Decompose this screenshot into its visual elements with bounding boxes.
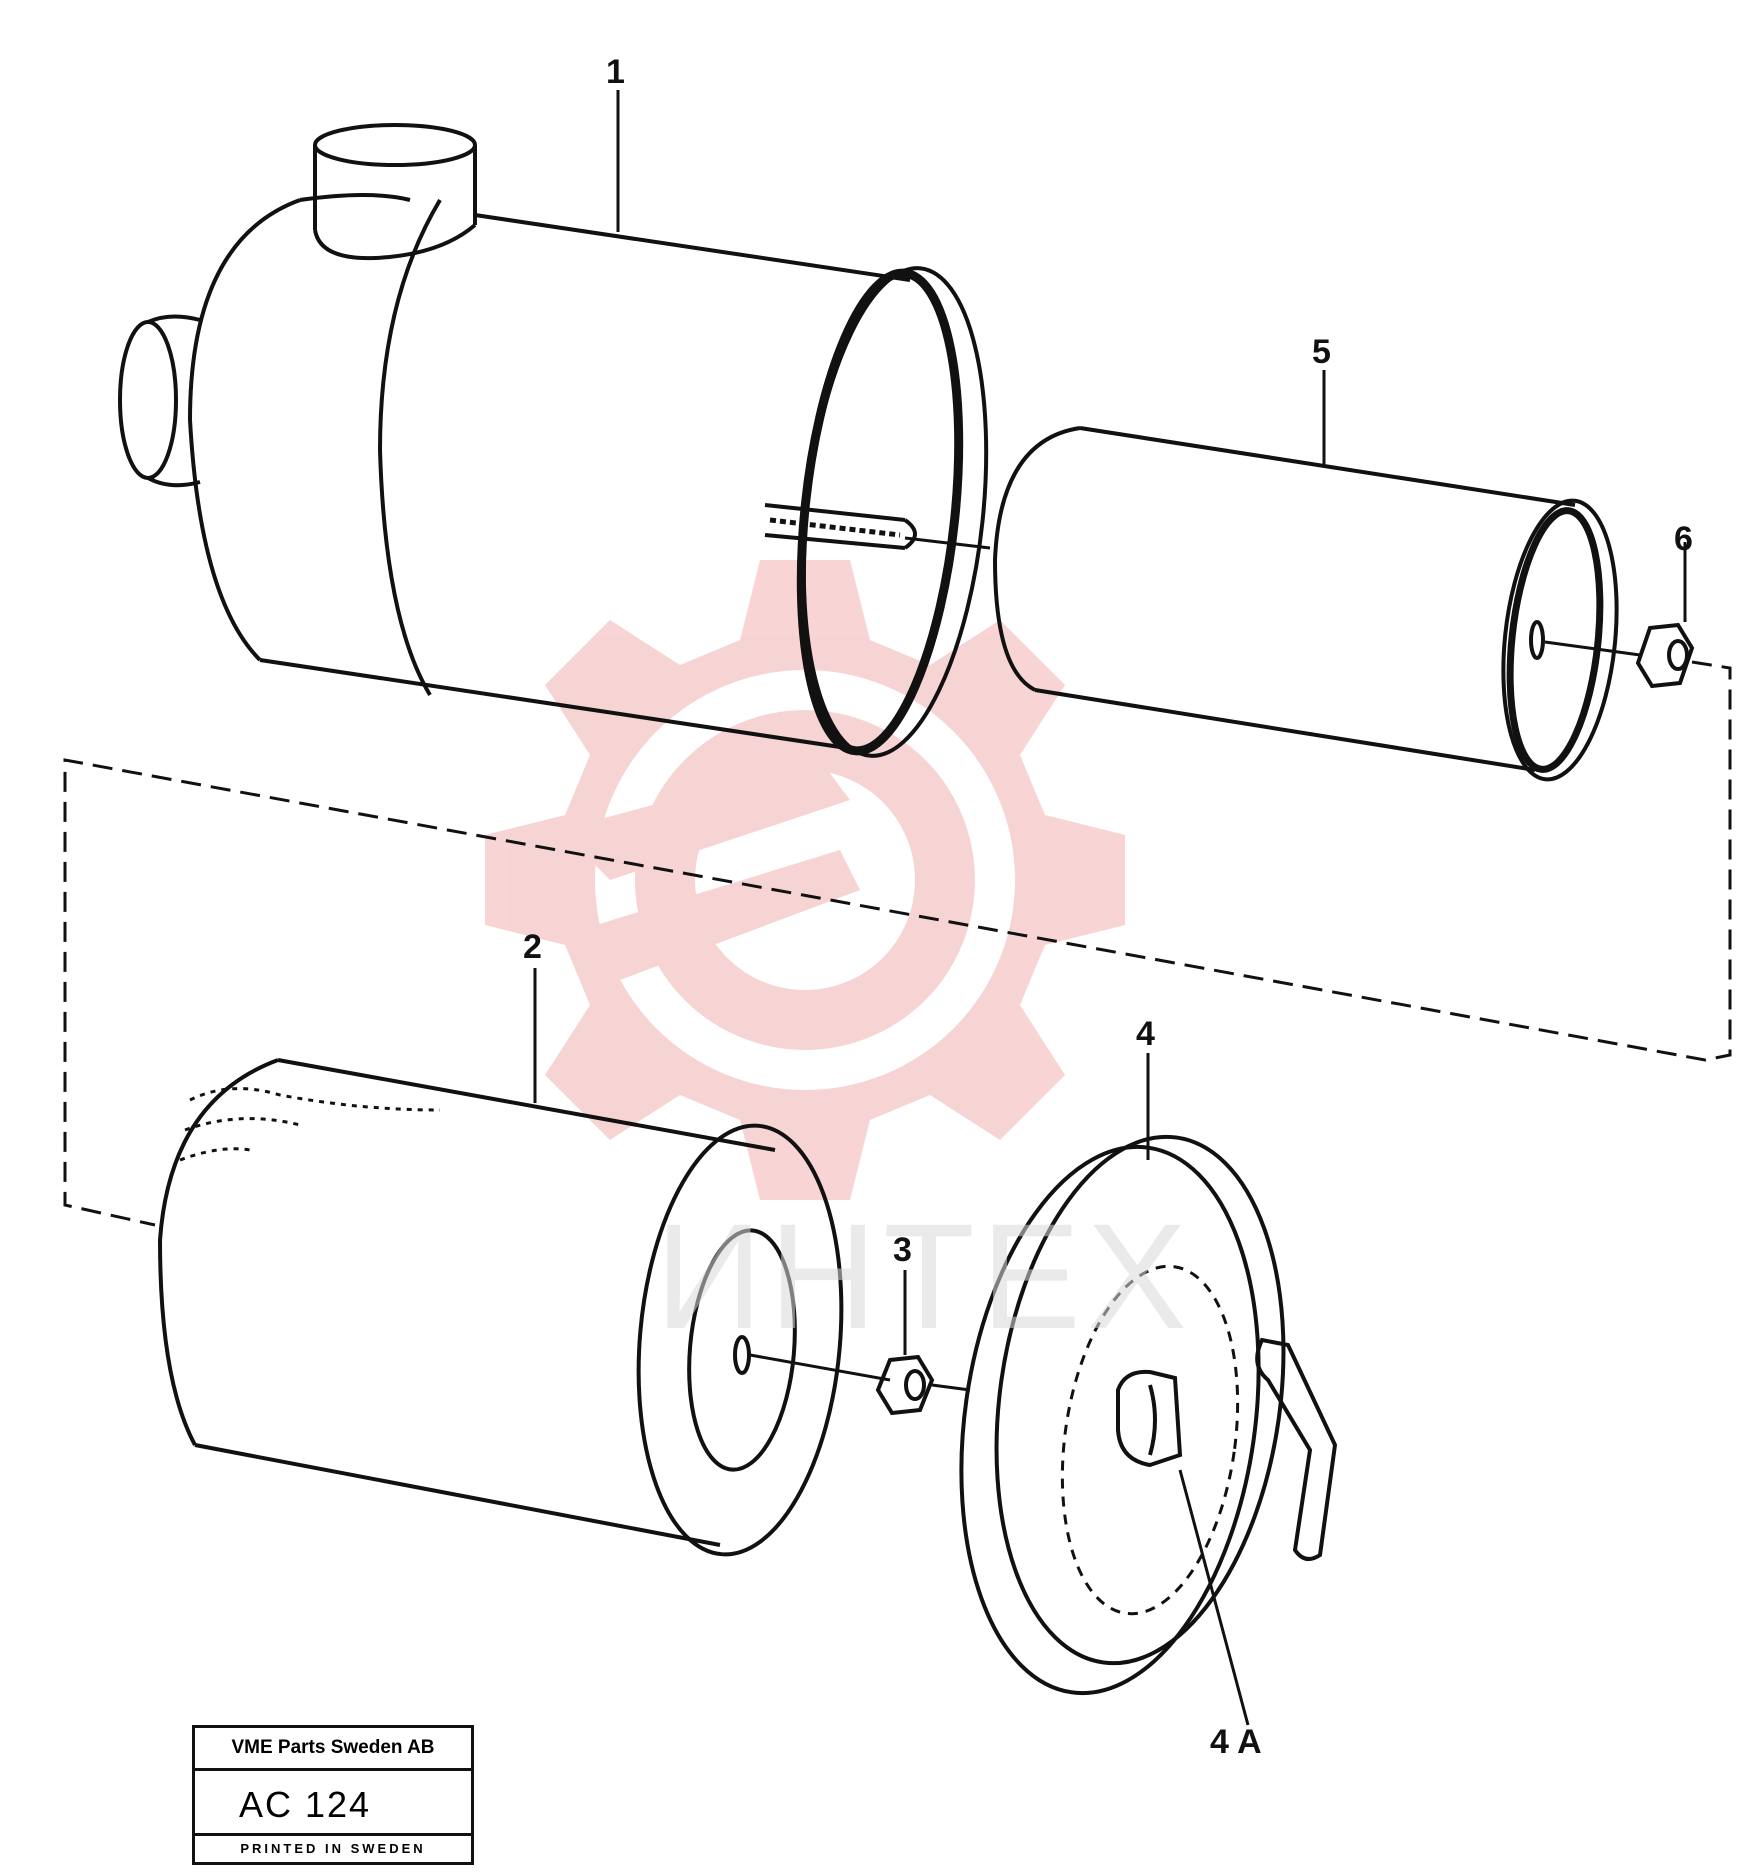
callout-3: 3 <box>893 1231 912 1269</box>
part-2-outer-filter <box>157 968 891 1557</box>
callout-2: 2 <box>523 928 542 966</box>
company-name: VME Parts Sweden AB <box>195 1728 471 1771</box>
part-5-inner-filter <box>904 370 1641 782</box>
printed-note: PRINTED IN SWEDEN <box>195 1833 471 1862</box>
callout-4: 4 <box>1136 1015 1155 1053</box>
assembly-guide-line <box>63 660 1732 1227</box>
part-4-end-cover <box>959 1053 1338 1726</box>
watermark-logo <box>485 560 1125 1200</box>
callout-5: 5 <box>1312 333 1331 371</box>
callout-1: 1 <box>606 53 625 91</box>
part-6-nut <box>1635 542 1695 689</box>
title-block: VME Parts Sweden AB AC 124 PRINTED IN SW… <box>192 1725 474 1865</box>
callout-4a: 4 A <box>1210 1723 1262 1761</box>
drawing-code: AC 124 <box>239 1784 372 1825</box>
watermark-text: ИНТЕХ <box>655 1192 1193 1360</box>
callout-6: 6 <box>1674 520 1693 558</box>
part-1-housing <box>118 90 989 758</box>
part-3-nut <box>875 1270 971 1416</box>
